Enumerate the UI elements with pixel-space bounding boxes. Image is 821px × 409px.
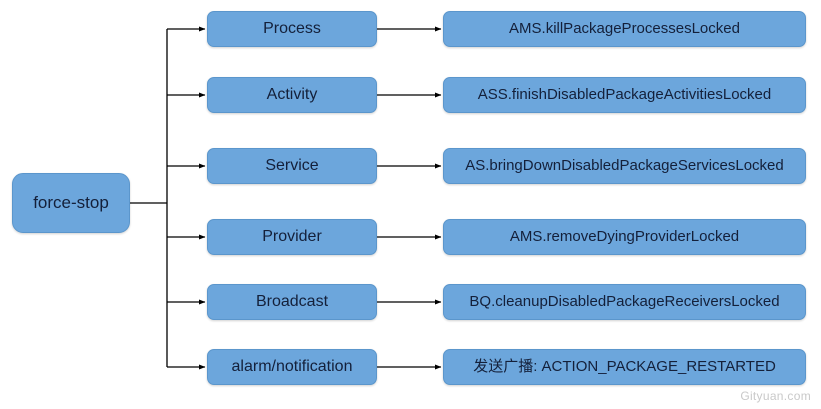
node-category-service[interactable]: Service [207,148,377,184]
node-action-bring-down-disabled-package-services[interactable]: AS.bringDownDisabledPackageServicesLocke… [443,148,806,184]
node-action-remove-dying-provider[interactable]: AMS.removeDyingProviderLocked [443,219,806,255]
node-category-process[interactable]: Process [207,11,377,47]
node-force-stop[interactable]: force-stop [12,173,130,233]
node-category-broadcast[interactable]: Broadcast [207,284,377,320]
node-action-kill-package-processes[interactable]: AMS.killPackageProcessesLocked [443,11,806,47]
node-action-send-broadcast-package-restarted[interactable]: 发送广播: ACTION_PACKAGE_RESTARTED [443,349,806,385]
watermark: Gityuan.com [740,389,811,403]
node-action-finish-disabled-package-activities[interactable]: ASS.finishDisabledPackageActivitiesLocke… [443,77,806,113]
node-category-alarm-notification[interactable]: alarm/notification [207,349,377,385]
node-category-provider[interactable]: Provider [207,219,377,255]
node-action-cleanup-disabled-package-receivers[interactable]: BQ.cleanupDisabledPackageReceiversLocked [443,284,806,320]
node-category-activity[interactable]: Activity [207,77,377,113]
